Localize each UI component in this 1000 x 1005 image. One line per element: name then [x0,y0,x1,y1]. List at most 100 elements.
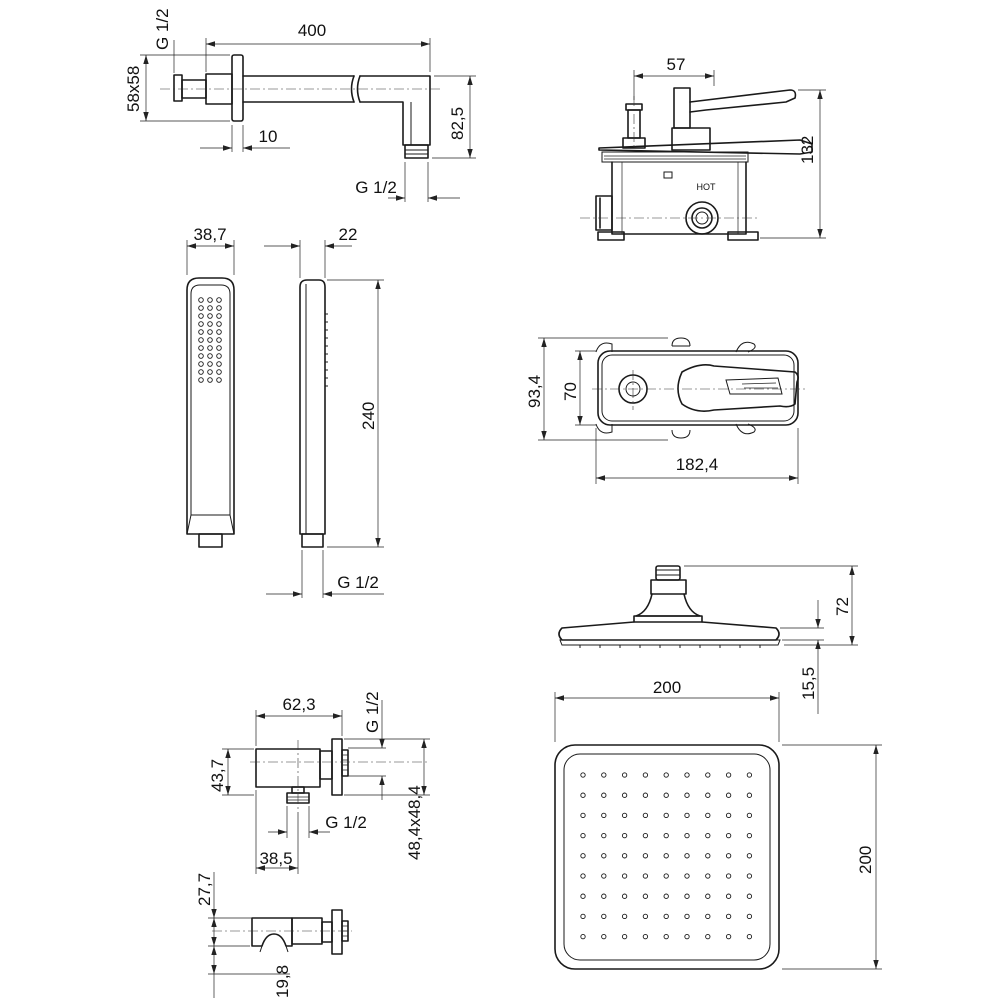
nozzle-hole [663,933,669,940]
arm-length-label: 400 [298,21,326,40]
nozzle-hole [198,369,204,375]
nozzle-hole [207,305,213,311]
nozzle-hole [207,337,213,343]
nozzle-hole [684,832,690,839]
mixer-side-drawing: HOT [580,87,813,241]
nozzle-hole [601,893,607,899]
hand-shower-nozzles [198,297,222,383]
nozzle-hole [746,832,753,839]
nozzle-hole [601,873,607,879]
nozzle-hole [705,933,711,940]
nozzle-hole [705,812,711,819]
nozzle-hole [684,893,690,899]
nozzle-hole [207,329,213,335]
nozzle-hole [601,913,607,920]
nozzle-hole [621,832,628,839]
nozzle-hole [198,353,204,359]
arm-thread-top-label: G 1/2 [153,8,172,50]
nozzle-hole [216,377,222,383]
mixer-inner-height-label: 70 [561,382,580,401]
nozzle-hole [725,853,732,859]
nozzle-hole [580,893,586,899]
arm-thread-bottom-label: G 1/2 [355,178,397,197]
nozzle-hole [746,853,753,859]
shower-arm-dimensions: 400 G 1/2 58x58 10 82,5 G 1/2 [124,8,476,202]
holder-drawing [212,909,352,955]
nozzle-hole [621,812,628,819]
nozzle-hole [642,772,649,778]
nozzle-hole [580,832,586,839]
outlet-thread-top-label: G 1/2 [363,691,382,733]
nozzle-hole [216,361,222,367]
nozzle-hole [746,792,753,798]
nozzle-hole [207,377,213,383]
nozzle-hole [663,812,669,819]
mixer-front-dimensions: 93,4 70 182,4 [525,337,799,484]
nozzle-hole [216,297,222,303]
nozzle-hole [207,353,213,359]
nozzle-hole [705,772,711,778]
arm-offset-label: 10 [259,127,278,146]
nozzle-hole [725,832,732,839]
nozzle-hole [746,812,753,819]
nozzle-hole [580,913,586,920]
nozzle-hole [198,361,204,367]
nozzle-hole [580,772,586,778]
nozzle-hole [601,812,607,819]
hand-shower-length-label: 240 [359,402,378,430]
outlet-length-label: 62,3 [282,695,315,714]
mixer-handle-width-label: 57 [667,55,686,74]
nozzle-hole [216,305,222,311]
nozzle-hole [684,853,690,859]
nozzle-hole [580,812,586,819]
nozzle-hole [746,772,753,778]
hand-shower-side-drawing [299,279,328,548]
nozzle-hole [207,361,213,367]
nozzle-hole [198,305,204,311]
nozzle-hole [621,933,628,940]
shower-arm-drawing [160,54,440,159]
nozzle-hole [216,337,222,343]
nozzle-hole [705,893,711,899]
nozzle-hole [580,933,586,940]
nozzle-hole [746,893,753,899]
nozzle-hole [580,853,586,859]
nozzle-hole [642,913,649,920]
holder-dimensions: 27,7 19,8 [195,872,292,998]
outlet-height-label: 43,7 [208,759,227,792]
mixer-front-drawing [592,337,808,439]
nozzle-hole [198,329,204,335]
nozzle-hole [705,913,711,920]
nozzle-hole [207,297,213,303]
mixer-side-dimensions: 57 132 [633,55,826,239]
nozzle-hole [725,893,732,899]
nozzle-hole [207,321,213,327]
nozzle-hole [746,873,753,879]
nozzle-hole [621,873,628,879]
wall-outlet-dimensions: 62,3 G 1/2 43,7 48,4x48,4 G 1/2 38,5 [208,691,430,874]
outlet-offset-label: 38,5 [259,849,292,868]
nozzle-hole [725,812,732,819]
head-height-label: 72 [833,597,852,616]
nozzle-hole [725,772,732,778]
nozzle-hole [621,853,628,859]
nozzle-hole [601,933,607,940]
nozzle-hole [642,873,649,879]
mixer-height-label: 132 [798,136,817,164]
arm-flange-label: 58x58 [124,66,143,112]
nozzle-hole [198,337,204,343]
nozzle-hole [684,913,690,920]
hand-shower-thread-label: G 1/2 [337,573,379,592]
nozzle-hole [705,873,711,879]
nozzle-hole [216,313,222,319]
nozzle-hole [601,792,607,798]
nozzle-hole [198,297,204,303]
nozzle-hole [642,832,649,839]
nozzle-hole [642,812,649,819]
nozzle-hole [198,345,204,351]
nozzle-hole [207,313,213,319]
wall-outlet-drawing [250,738,430,810]
nozzle-hole [216,329,222,335]
mixer-width-label: 182,4 [676,455,719,474]
